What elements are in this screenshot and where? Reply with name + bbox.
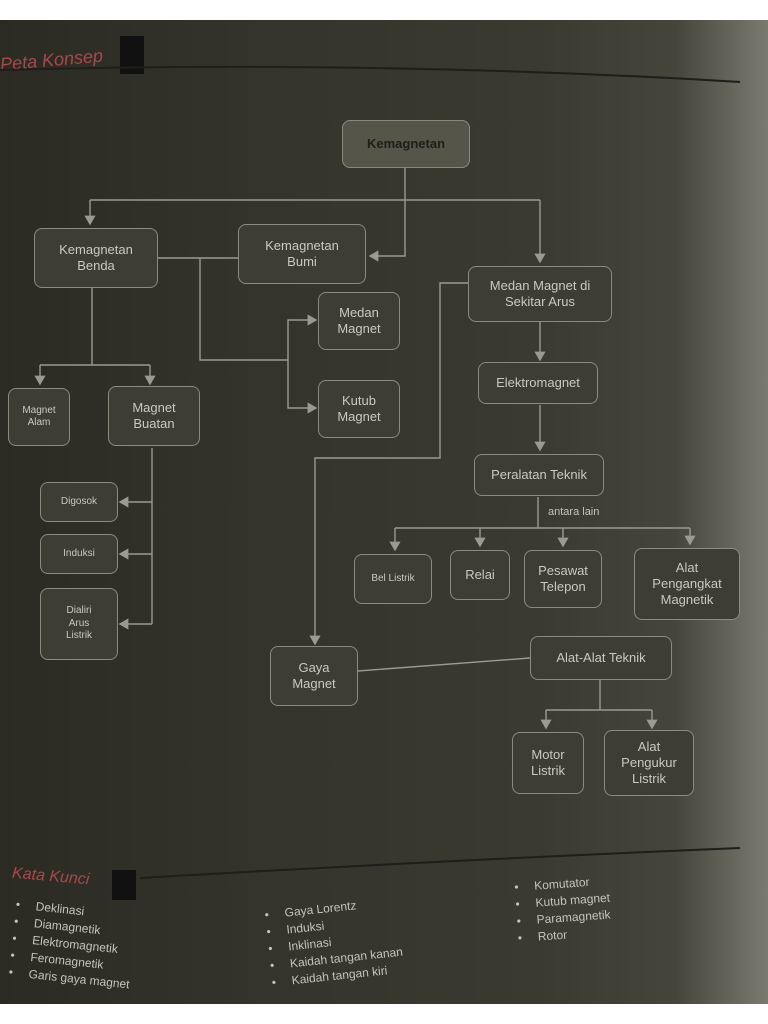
node-kemagnetan: Kemagnetan [342,120,470,168]
header-rule [0,65,741,83]
keyword-list-3: Komutator Kutub magnet Paramagnetik Roto… [508,873,613,948]
kata-kunci-block [112,870,136,900]
keyword-list-2: Gaya Lorentz Induksi Inklinasi Kaidah ta… [258,893,406,992]
node-pesawat-telepon: Pesawat Telepon [524,550,602,608]
book-page: Peta Konsep [0,20,768,1004]
kunci-rule [139,847,741,879]
node-dialiri-arus-listrik: Dialiri Arus Listrik [40,588,118,660]
edge-label-antara-lain: antara lain [548,506,600,518]
node-medan-magnet-arus: Medan Magnet di Sekitar Arus [468,266,612,322]
connector-to-medan [287,314,318,360]
node-alat-pengukur-listrik: Alat Pengukur Listrik [604,730,694,796]
node-motor-listrik: Motor Listrik [512,732,584,794]
node-induksi: Induksi [40,534,118,574]
connector-to-gaya [309,282,468,646]
node-medan-magnet: Medan Magnet [318,292,400,350]
node-gaya-magnet: Gaya Magnet [270,646,358,706]
connector-gaya-teknik [357,657,531,672]
connector-to-medan-kutub [199,258,288,361]
node-magnet-alam: Magnet Alam [8,388,70,446]
node-kutub-magnet: Kutub Magnet [318,380,400,438]
keyword-list-1: Deklinasi Diamagnetik Elektromagnetik Fe… [2,896,138,994]
connector-to-bumi [368,200,406,262]
node-magnet-buatan: Magnet Buatan [108,386,200,446]
concept-map-connectors [0,65,741,879]
node-kemagnetan-benda: Kemagnetan Benda [34,228,158,288]
node-alat-pengangkat-magnetik: Alat Pengangkat Magnetik [634,548,740,620]
node-kemagnetan-bumi: Kemagnetan Bumi [238,224,366,284]
node-peralatan-teknik: Peralatan Teknik [474,454,604,496]
connector-to-kutub [287,360,318,414]
node-alat-alat-teknik: Alat-Alat Teknik [530,636,672,680]
node-relai: Relai [450,550,510,600]
node-bel-listrik: Bel Listrik [354,554,432,604]
node-elektromagnet: Elektromagnet [478,362,598,404]
node-digosok: Digosok [40,482,118,522]
